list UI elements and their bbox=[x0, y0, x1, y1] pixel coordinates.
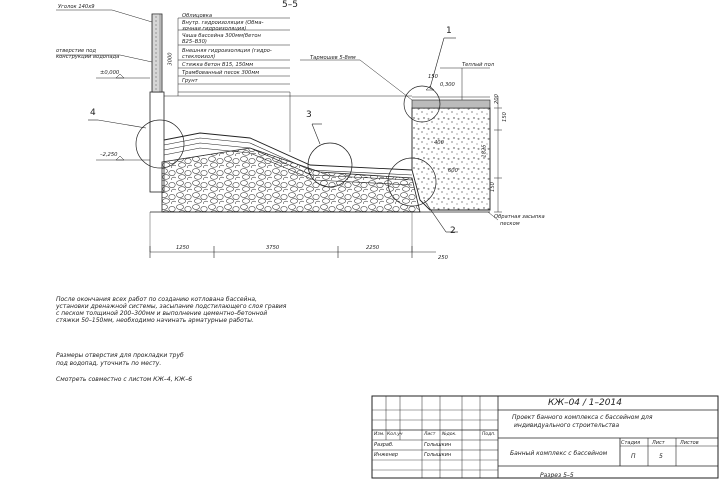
sizes-line-1: Размеры отверстия для прокладки труб bbox=[56, 352, 184, 359]
dim-small-1: 150 bbox=[428, 74, 438, 80]
bowl-layer-4 bbox=[163, 147, 413, 186]
dim-small-4: 600 bbox=[448, 168, 458, 174]
callout-circle-1 bbox=[403, 85, 441, 123]
dim-right-4: 150 bbox=[489, 182, 496, 192]
backfill-label-2: песком bbox=[500, 221, 520, 227]
stage-value: П bbox=[631, 453, 636, 460]
sheet-label: Лист bbox=[652, 440, 665, 446]
header-doc: №док. bbox=[442, 432, 457, 437]
project-line-2: индивидуального строительства bbox=[514, 422, 620, 429]
title-block-frame bbox=[371, 395, 719, 479]
level-zero: ±0,000 bbox=[100, 70, 120, 76]
header-kol: Кол.уч bbox=[387, 432, 403, 437]
layer-4: Чаша бассейна 300мм(бетон bbox=[182, 33, 261, 39]
angle-label: Уголок 140х9 bbox=[58, 4, 95, 10]
bowl-layer-2 bbox=[163, 137, 413, 176]
gravel-base bbox=[161, 147, 421, 213]
opening-label: отверстие под конструкции водопада bbox=[56, 48, 120, 60]
sheet-value: 5 bbox=[659, 453, 663, 460]
dim-bottom-3: 2250 bbox=[366, 245, 380, 251]
sheet-name: Разрез 5–5 bbox=[540, 472, 574, 479]
bowl-layer-outer bbox=[163, 132, 413, 171]
layer-10: Грунт bbox=[182, 78, 198, 84]
object-name: Банный комплекс с бассейном bbox=[510, 450, 608, 457]
callout-circle-3 bbox=[307, 142, 353, 188]
dim-small-3: 3000 bbox=[167, 52, 174, 66]
sheets-label: Листов bbox=[680, 440, 699, 446]
engineer-name: Голышкин bbox=[424, 452, 452, 458]
left-wall bbox=[149, 91, 165, 193]
note-line-1: После окончания всех работ по созданию к… bbox=[56, 296, 257, 303]
layer-9: Трамбованный песок 300мм bbox=[182, 70, 260, 76]
header-podp: Подп. bbox=[482, 432, 496, 437]
backfill-label-1: Обратная засыпка bbox=[494, 214, 545, 220]
level-bottom: –2,250 bbox=[100, 152, 118, 158]
section-title: 5–5 bbox=[282, 0, 298, 10]
note-line-3: с песком толщиной 200–300мм и выполнение… bbox=[56, 310, 268, 317]
layer-2: Внутр. гидроизоляция (Обма- bbox=[182, 20, 264, 26]
top-slab bbox=[411, 99, 491, 109]
marker-3: 3 bbox=[306, 110, 312, 120]
dim-right-3: 1825 bbox=[481, 144, 488, 158]
engineer-role: Инженер bbox=[374, 452, 399, 458]
sizes-line-2: под водопад, уточнить по месту. bbox=[56, 360, 162, 367]
section-drawing bbox=[56, 9, 502, 258]
developer-name: Голышкин bbox=[424, 442, 452, 448]
dim-bottom-4: 250 bbox=[438, 255, 448, 261]
bowl-layer-3 bbox=[163, 142, 413, 181]
layer-3: зочная гидроизоляция) bbox=[182, 26, 247, 32]
layer-5: B25–B30) bbox=[182, 39, 207, 45]
level-top: 0,300 bbox=[440, 82, 455, 88]
developer-role: Разраб. bbox=[374, 442, 394, 448]
callout-circle-2 bbox=[387, 157, 437, 207]
brick-parapet bbox=[151, 13, 163, 93]
callout-circle-4 bbox=[135, 119, 185, 169]
marker-2: 2 bbox=[450, 226, 456, 236]
marker-4: 4 bbox=[90, 108, 96, 118]
layer-7: стеклоизол) bbox=[182, 54, 216, 60]
layer-1: Облицовка bbox=[182, 13, 213, 19]
header-izm: Изм. bbox=[374, 432, 385, 437]
right-wall bbox=[411, 107, 491, 211]
layer-6: Внешняя гидроизоляция (гидро- bbox=[182, 48, 272, 54]
note-line-4: стяжки 50–150мм, необходимо начинать арм… bbox=[56, 317, 254, 324]
stage-label: Стадия bbox=[621, 440, 641, 446]
drawing-code: КЖ–04 / 1–2014 bbox=[548, 398, 622, 408]
see-also: Смотреть совместно с листом КЖ–4, КЖ–6 bbox=[56, 376, 193, 383]
dim-right-2: 150 bbox=[501, 112, 508, 122]
dim-right-1: 200 bbox=[493, 94, 500, 104]
header-list: Лист bbox=[424, 432, 436, 437]
dim-small-2: 400 bbox=[434, 140, 444, 146]
marker-1: 1 bbox=[446, 26, 452, 36]
warm-floor-label: Теплый пол bbox=[462, 62, 495, 68]
dim-bottom-1: 1250 bbox=[176, 245, 190, 251]
note-line-2: установки дренажной системы, засыпание п… bbox=[56, 303, 287, 310]
tether-label: Тармошев 5-8мм bbox=[310, 55, 356, 61]
layer-8: Стяжка бетон B15, 150мм bbox=[182, 62, 254, 68]
project-line-1: Проект банного комплекса с бассейном для bbox=[512, 414, 653, 421]
dim-bottom-2: 3750 bbox=[266, 245, 280, 251]
